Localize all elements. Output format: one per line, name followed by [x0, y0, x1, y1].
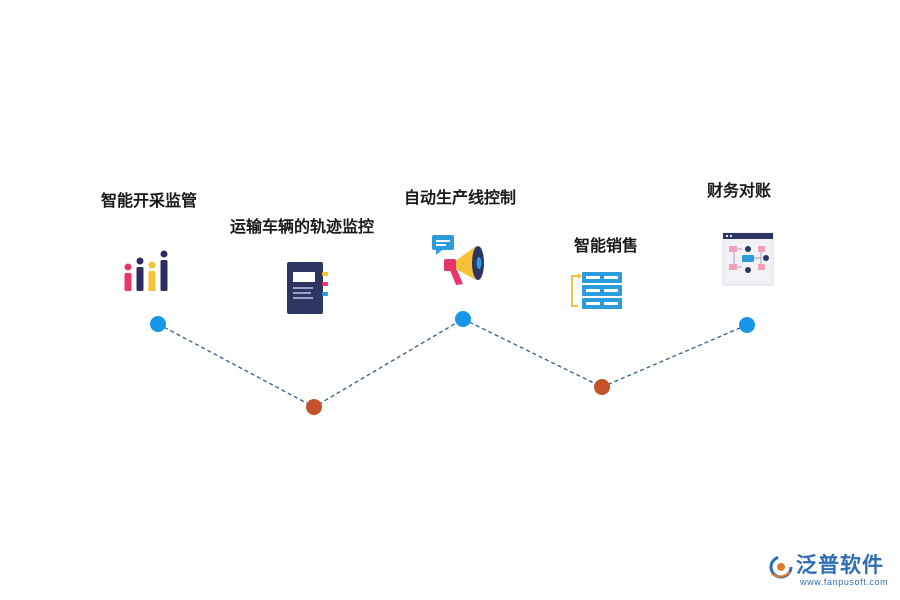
flowchart-window-icon: [722, 232, 774, 286]
step-label-4: 智能销售: [573, 236, 639, 255]
node-2: [306, 399, 322, 415]
brand-url: www.fanpusoft.com: [800, 577, 889, 587]
step-label-2: 运输车辆的轨迹监控: [229, 217, 375, 236]
node-3: [455, 311, 471, 327]
brand-name: 泛普软件: [796, 553, 884, 577]
node-5: [739, 317, 755, 333]
node-1: [150, 316, 166, 332]
step-label-1: 智能开采监管: [100, 191, 198, 210]
step-label-5: 财务对账: [706, 181, 772, 200]
node-4: [594, 379, 610, 395]
notebook-icon: [287, 262, 328, 314]
megaphone-icon: [432, 235, 484, 285]
step-label-3: 自动生产线控制: [403, 188, 517, 207]
server-rack-icon: [571, 272, 622, 309]
bar-chart-icon: [124, 250, 168, 291]
brand-logo: 泛普软件 www.fanpusoft.com: [768, 553, 888, 587]
brand-mark-icon: [769, 555, 793, 579]
